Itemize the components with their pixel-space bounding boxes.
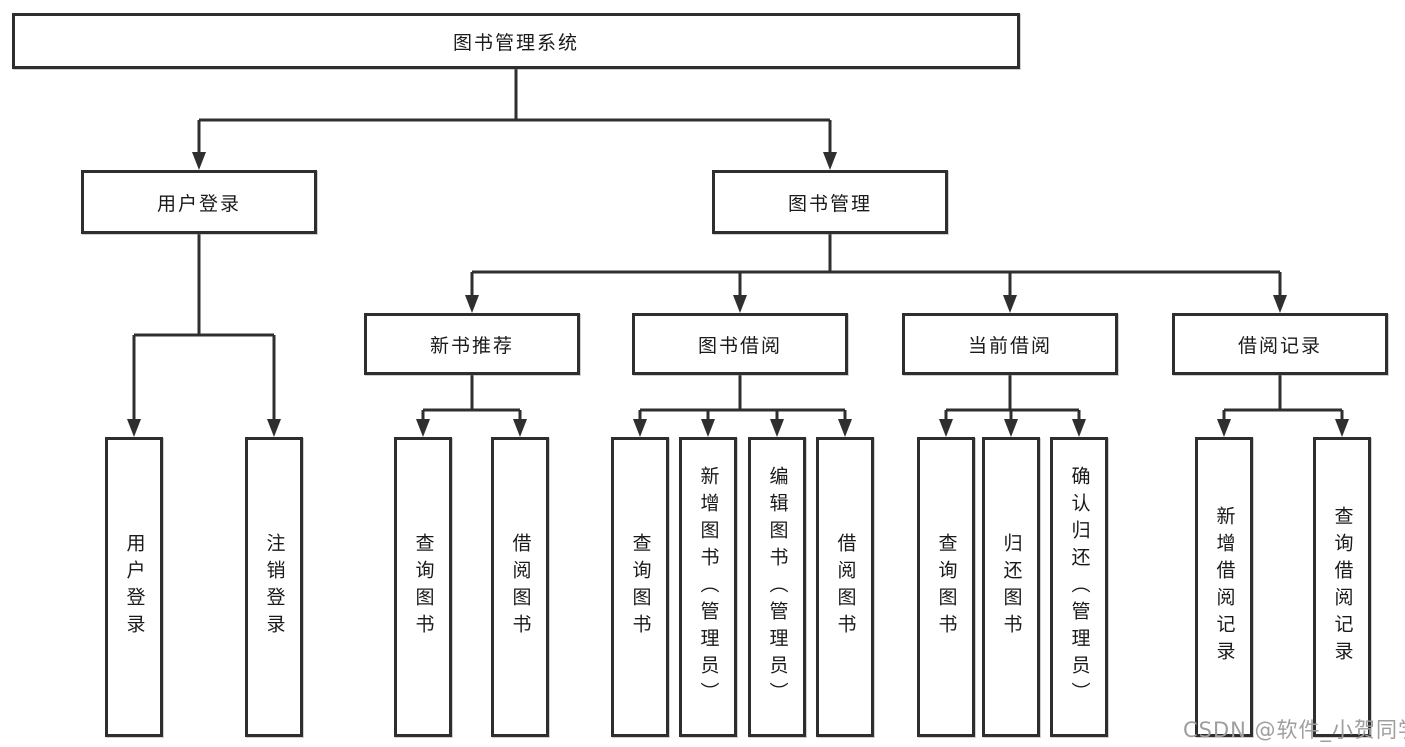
node-label: 查询图书 — [629, 533, 652, 641]
leaf-borrow-books-recommend: 借阅图书 — [491, 437, 549, 737]
leaf-query-books-recommend: 查询图书 — [394, 437, 452, 737]
node-label: 借阅记录 — [1237, 334, 1322, 357]
node-label: 当前借阅 — [967, 334, 1052, 357]
node-book-management: 图书管理 — [712, 170, 948, 234]
node-label: 注销登录 — [263, 533, 286, 641]
node-label: 借阅图书 — [834, 533, 857, 641]
node-borrowing-records: 借阅记录 — [1172, 313, 1388, 375]
leaf-edit-book-admin: 编辑图书（管理员） — [748, 437, 806, 737]
node-label: 用户登录 — [156, 192, 241, 215]
leaf-logout: 注销登录 — [245, 437, 303, 737]
node-label: 查询图书 — [935, 533, 958, 641]
node-label: 归还图书 — [1000, 533, 1023, 641]
leaf-add-book-admin: 新增图书（管理员） — [679, 437, 737, 737]
leaf-query-books-borrow: 查询图书 — [611, 437, 669, 737]
node-label: 图书管理系统 — [452, 31, 579, 54]
leaf-user-login: 用户登录 — [105, 437, 163, 737]
node-label: 编辑图书（管理员） — [766, 465, 789, 709]
leaf-return-book: 归还图书 — [982, 437, 1040, 737]
leaf-confirm-return-admin: 确认归还（管理员） — [1050, 437, 1108, 737]
leaf-query-books-current: 查询图书 — [917, 437, 975, 737]
leaf-query-borrow-record: 查询借阅记录 — [1313, 437, 1371, 737]
node-label: 查询借阅记录 — [1331, 506, 1354, 668]
node-book-borrowing: 图书借阅 — [632, 313, 848, 375]
node-label: 借阅图书 — [509, 533, 532, 641]
node-label: 用户登录 — [123, 533, 146, 641]
node-label: 查询图书 — [412, 533, 435, 641]
node-label: 新书推荐 — [429, 334, 514, 357]
node-current-borrowing: 当前借阅 — [902, 313, 1118, 375]
node-label: 图书管理 — [787, 192, 872, 215]
leaf-add-borrow-record: 新增借阅记录 — [1195, 437, 1253, 737]
node-label: 新增图书（管理员） — [697, 465, 720, 709]
leaf-borrow-books-borrow: 借阅图书 — [816, 437, 874, 737]
node-label: 新增借阅记录 — [1213, 506, 1236, 668]
node-user-login: 用户登录 — [81, 170, 317, 234]
node-system-root: 图书管理系统 — [12, 13, 1020, 69]
node-label: 图书借阅 — [697, 334, 782, 357]
csdn-watermark: CSDN @软件_小贺同学 — [1183, 718, 1405, 742]
node-label: 确认归还（管理员） — [1068, 465, 1091, 709]
node-new-book-recommendation: 新书推荐 — [364, 313, 580, 375]
